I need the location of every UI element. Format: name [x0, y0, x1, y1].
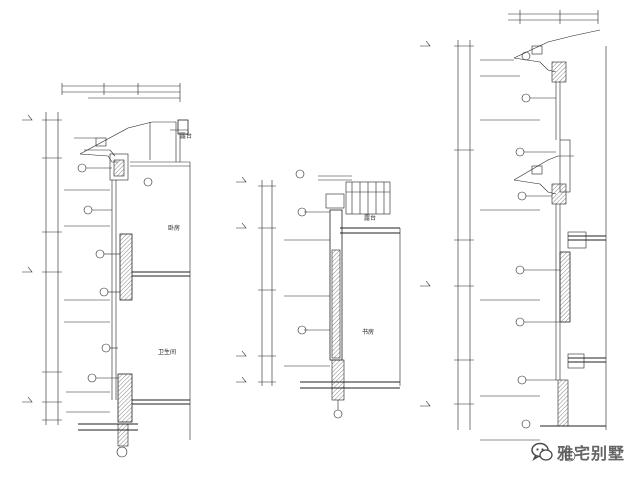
wechat-bubble-icon	[531, 442, 553, 461]
room-label-section-2-roof: 露台	[364, 215, 377, 222]
watermark: 雅宅别墅	[530, 438, 625, 466]
room-label-section-1-lower: 卫生间	[158, 349, 177, 356]
section-1	[22, 83, 191, 458]
room-label-section-1-upper: 卧房	[168, 225, 181, 232]
section-2	[236, 169, 401, 419]
room-label-section-1-roof: 露台	[180, 133, 193, 140]
watermark-text: 雅宅别墅	[557, 444, 626, 463]
room-label-section-2: 书房	[362, 329, 375, 336]
section-3	[420, 10, 607, 462]
